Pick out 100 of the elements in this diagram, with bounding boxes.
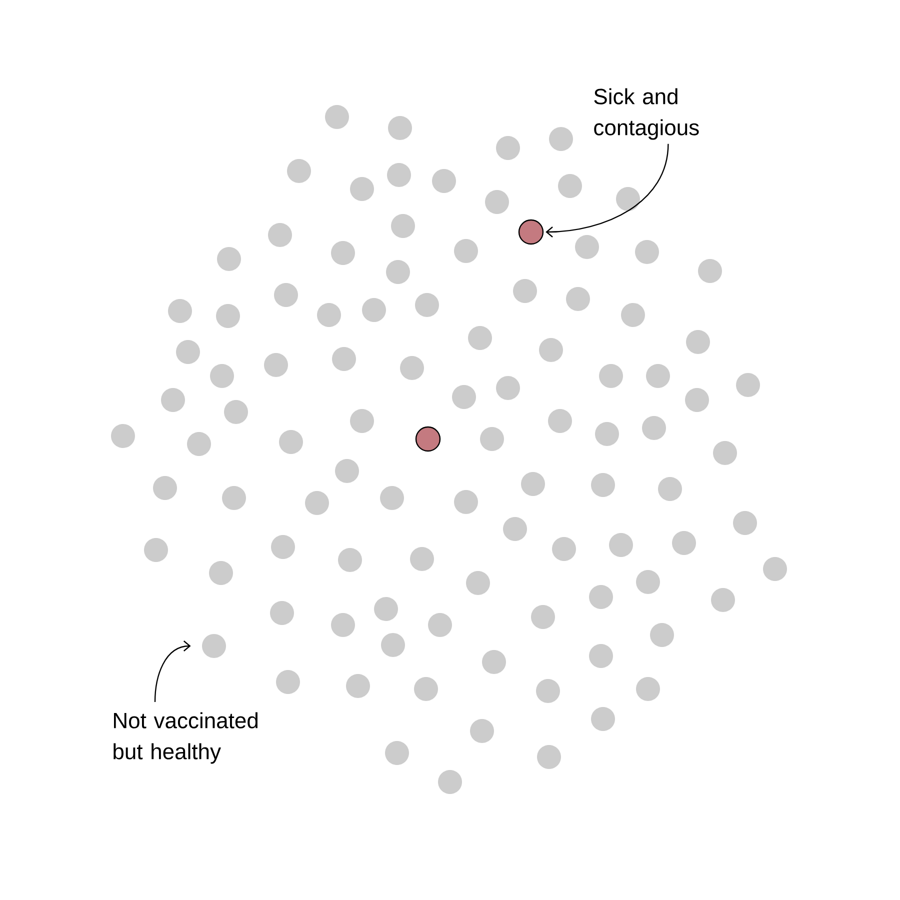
healthy-dot xyxy=(202,634,226,658)
dot xyxy=(410,547,434,571)
dot xyxy=(658,477,682,501)
dot xyxy=(374,597,398,621)
leader-line xyxy=(154,640,191,702)
dot xyxy=(350,409,374,433)
dot xyxy=(216,304,240,328)
healthy-label: Not vaccinated but healthy xyxy=(114,712,258,764)
dot xyxy=(400,356,424,380)
dot xyxy=(380,486,404,510)
dot xyxy=(432,169,456,193)
dot xyxy=(346,674,370,698)
dot xyxy=(331,613,355,637)
dot xyxy=(686,330,710,354)
dot xyxy=(496,376,520,400)
dot xyxy=(217,247,241,271)
dot xyxy=(161,388,185,412)
dot xyxy=(276,670,300,694)
dot xyxy=(485,190,509,214)
dot xyxy=(187,432,211,456)
dot xyxy=(385,741,409,765)
sick-label: Sick and contagious xyxy=(594,88,699,140)
dot xyxy=(513,279,537,303)
dot xyxy=(274,283,298,307)
dot xyxy=(270,601,294,625)
dot xyxy=(558,174,582,198)
dot xyxy=(331,241,355,265)
dot xyxy=(468,326,492,350)
dot xyxy=(438,770,462,794)
dot xyxy=(153,476,177,500)
dot xyxy=(642,416,666,440)
dot xyxy=(210,364,234,388)
dot xyxy=(537,745,561,769)
dot xyxy=(589,585,613,609)
dot xyxy=(381,633,405,657)
dot xyxy=(144,538,168,562)
dot xyxy=(317,303,341,327)
infected-dot xyxy=(415,426,441,452)
dot xyxy=(482,650,506,674)
dot xyxy=(168,299,192,323)
dot xyxy=(589,644,613,668)
dot xyxy=(176,340,200,364)
dot xyxy=(685,388,709,412)
dot xyxy=(264,353,288,377)
dot xyxy=(362,298,386,322)
dot xyxy=(733,511,757,535)
dot xyxy=(271,535,295,559)
dot xyxy=(575,235,599,259)
dot xyxy=(548,409,572,433)
dot xyxy=(209,561,233,585)
dot xyxy=(636,570,660,594)
dot xyxy=(539,338,563,362)
infected-dot xyxy=(518,219,544,245)
dot xyxy=(268,223,292,247)
dot xyxy=(650,623,674,647)
dot xyxy=(531,605,555,629)
dot xyxy=(332,347,356,371)
dot xyxy=(591,473,615,497)
dot xyxy=(305,491,329,515)
dot xyxy=(646,364,670,388)
dot xyxy=(521,472,545,496)
dot xyxy=(454,490,478,514)
dot xyxy=(335,459,359,483)
dot xyxy=(338,548,362,572)
dot xyxy=(713,441,737,465)
dot xyxy=(591,707,615,731)
dot xyxy=(350,177,374,201)
dot xyxy=(635,240,659,264)
dot xyxy=(287,159,311,183)
dot xyxy=(480,427,504,451)
dot xyxy=(325,105,349,129)
dot xyxy=(391,214,415,238)
dot xyxy=(387,163,411,187)
dot xyxy=(279,430,303,454)
dot xyxy=(466,571,490,595)
dot xyxy=(452,385,476,409)
dot xyxy=(566,287,590,311)
dot xyxy=(386,260,410,284)
dot xyxy=(616,187,640,211)
dot xyxy=(763,557,787,581)
dot xyxy=(599,364,623,388)
dot xyxy=(454,239,478,263)
dot xyxy=(496,136,520,160)
dot xyxy=(111,424,135,448)
dot xyxy=(222,486,246,510)
dot xyxy=(711,588,735,612)
dot xyxy=(388,116,412,140)
leader-line xyxy=(546,144,669,238)
dot xyxy=(595,422,619,446)
dot xyxy=(470,719,494,743)
dot xyxy=(428,613,452,637)
dot xyxy=(415,293,439,317)
dot xyxy=(672,531,696,555)
dot xyxy=(698,259,722,283)
dot xyxy=(549,127,573,151)
dot xyxy=(503,517,527,541)
dot xyxy=(224,400,248,424)
dot xyxy=(414,677,438,701)
dot xyxy=(552,537,576,561)
dot xyxy=(636,677,660,701)
